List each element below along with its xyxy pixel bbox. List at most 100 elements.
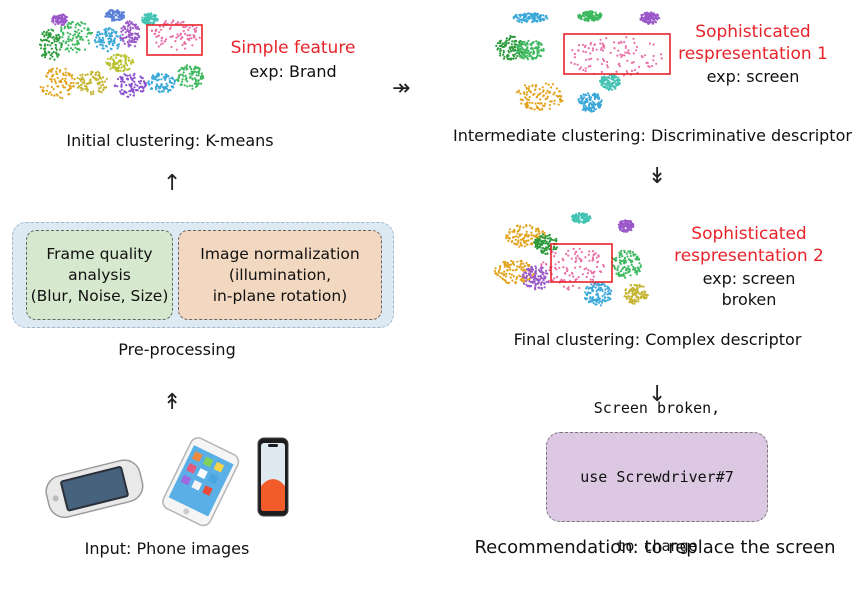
cluster-point	[559, 98, 562, 101]
cluster-point	[585, 287, 588, 290]
cluster-point	[131, 27, 135, 30]
cluster-point	[123, 66, 127, 69]
cluster-point	[583, 219, 586, 222]
cluster-point	[120, 59, 123, 62]
cluster-point	[595, 300, 598, 303]
cluster-point	[540, 43, 543, 46]
cluster-point	[636, 287, 639, 290]
cluster-point	[111, 66, 114, 69]
cluster-point	[94, 41, 97, 44]
cluster-point	[506, 262, 509, 265]
cluster-point	[565, 252, 568, 255]
cluster-point	[588, 292, 591, 295]
cluster-point	[122, 55, 125, 58]
preprocessing-caption: Pre-processing	[118, 340, 236, 359]
cluster-point	[511, 35, 514, 38]
cluster-point	[190, 37, 193, 40]
cluster-point	[509, 263, 512, 266]
cluster-point	[592, 258, 595, 262]
cluster-point	[143, 13, 146, 16]
cluster-point	[136, 89, 139, 92]
cluster-point	[623, 41, 626, 44]
cluster-point	[164, 40, 167, 43]
cluster-point	[626, 229, 629, 232]
cluster-point	[627, 267, 630, 270]
cluster-point	[156, 19, 159, 22]
cluster-point	[542, 49, 545, 52]
cluster-point	[621, 220, 625, 223]
initial-clustering-caption: Initial clustering: K-means	[66, 131, 274, 150]
cluster-point	[117, 45, 120, 48]
cluster-point	[154, 30, 157, 33]
cluster-point	[120, 18, 123, 21]
cluster-point	[106, 50, 109, 53]
cluster-point	[584, 109, 587, 112]
cluster-point	[101, 36, 104, 39]
cluster-point	[599, 15, 603, 18]
cluster-point	[588, 215, 591, 218]
cluster-point	[543, 286, 546, 289]
cluster-point	[160, 73, 163, 76]
cluster-point	[191, 77, 194, 80]
cluster-point	[592, 103, 595, 106]
cluster-point	[591, 296, 595, 299]
cluster-point	[73, 78, 76, 81]
cluster-point	[623, 54, 626, 57]
cluster-point	[499, 49, 502, 53]
cluster-point	[71, 74, 74, 77]
cluster-point	[54, 80, 57, 83]
cluster-point	[632, 52, 635, 55]
cluster-point	[522, 43, 525, 46]
cluster-point	[87, 39, 90, 42]
cluster-point	[157, 45, 160, 48]
cluster-point	[597, 105, 600, 108]
cluster-point	[50, 85, 53, 89]
cluster-point	[543, 250, 546, 253]
cluster-point	[606, 60, 609, 64]
cluster-point	[129, 40, 132, 44]
cluster-point	[614, 82, 617, 85]
cluster-point	[553, 102, 556, 105]
cluster-point	[523, 53, 526, 57]
cluster-point	[111, 9, 114, 12]
cluster-point	[170, 46, 173, 49]
highlight-box	[563, 33, 671, 75]
cluster-point	[623, 266, 626, 269]
cluster-point	[604, 296, 607, 299]
cluster-point	[52, 88, 55, 91]
cluster-point	[505, 234, 508, 237]
cluster-point	[177, 74, 181, 77]
cluster-point	[559, 279, 562, 282]
cluster-point	[524, 105, 528, 108]
cluster-point	[524, 84, 527, 87]
cluster-point	[531, 281, 534, 284]
cluster-point	[85, 35, 88, 38]
cluster-point	[139, 79, 143, 82]
cluster-point	[600, 301, 604, 304]
cluster-point	[590, 110, 593, 113]
cluster-point	[541, 230, 544, 233]
cluster-point	[63, 79, 66, 82]
cluster-point	[548, 104, 552, 107]
cluster-point	[77, 28, 80, 31]
cluster-point	[532, 52, 535, 56]
cluster-point	[50, 75, 54, 78]
cluster-point	[516, 19, 519, 22]
cluster-point	[570, 257, 573, 260]
cluster-point	[541, 107, 544, 110]
cluster-point	[127, 45, 130, 48]
cluster-point	[629, 226, 632, 230]
cluster-point	[113, 30, 116, 34]
cluster-point	[53, 94, 56, 97]
cluster-point	[138, 28, 141, 31]
cluster-point	[528, 278, 531, 281]
cluster-point	[617, 76, 620, 79]
cluster-point	[69, 87, 72, 90]
cluster-point	[120, 27, 123, 30]
cluster-point	[644, 17, 647, 20]
cluster-point	[522, 91, 526, 94]
cluster-point	[108, 41, 111, 44]
cluster-point	[50, 28, 53, 31]
cluster-point	[589, 296, 592, 299]
cluster-point	[525, 13, 528, 16]
